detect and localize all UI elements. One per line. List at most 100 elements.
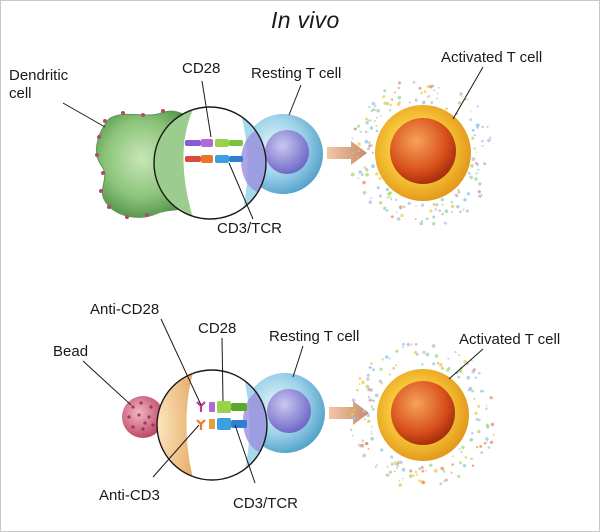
- cytokine-dot: [397, 95, 402, 100]
- cytokine-dot: [450, 200, 453, 204]
- cytokine-dot: [459, 210, 462, 213]
- cytokine-dot: [375, 129, 379, 133]
- cd3-tcr-label-top: CD3/TCR: [217, 220, 283, 237]
- cytokine-dot: [485, 437, 489, 441]
- cytokine-dot: [489, 136, 492, 139]
- cytokine-dot: [373, 119, 376, 122]
- cytokine-dot: [386, 466, 389, 468]
- cytokine-dot: [436, 97, 438, 100]
- cytokine-dot: [393, 91, 396, 94]
- cytokine-dot: [388, 373, 391, 376]
- cytokine-dot: [371, 164, 375, 169]
- cytokine-dot: [369, 119, 372, 122]
- cytokine-dot: [437, 86, 440, 89]
- cytokine-dot: [438, 362, 443, 367]
- cytokine-dot: [471, 432, 474, 435]
- cytokine-dot: [393, 470, 396, 473]
- cytokine-dot: [378, 194, 383, 198]
- cytokine-dot: [399, 207, 402, 210]
- cytokine-dot: [395, 349, 399, 353]
- cytokine-dot: [493, 433, 495, 436]
- cytokine-dot: [406, 342, 411, 347]
- cytokine-dot: [398, 483, 403, 487]
- cytokine-dot: [490, 422, 495, 427]
- cytokine-dot: [356, 388, 359, 392]
- cytokine-dot: [433, 468, 438, 473]
- cytokine-dot: [353, 127, 357, 131]
- activated-t-cell-label-bottom: Activated T cell: [459, 331, 561, 348]
- cytokine-dot: [362, 409, 366, 413]
- cytokine-dot: [421, 469, 425, 473]
- cytokine-dot: [386, 196, 389, 199]
- cytokine-dot: [348, 154, 351, 157]
- cytokine-dot: [403, 205, 406, 209]
- cytokine-dot: [415, 352, 419, 356]
- synapse-zoom-circle-top: [153, 106, 267, 220]
- cytokine-dot: [350, 172, 355, 177]
- cytokine-dot: [481, 144, 484, 147]
- cytokine-dot: [365, 117, 368, 121]
- cytokine-dot: [469, 118, 473, 121]
- cytokine-dot: [442, 470, 446, 473]
- cytokine-dot: [390, 215, 394, 219]
- cytokine-dot: [358, 383, 361, 385]
- cytokine-dot: [427, 95, 431, 98]
- cytokine-dot: [390, 462, 394, 466]
- cytokine-dot: [388, 357, 391, 360]
- cytokine-dot: [357, 142, 361, 146]
- cytokine-dot: [368, 105, 371, 109]
- cytokine-dot: [485, 404, 488, 407]
- cytokine-dot: [439, 482, 443, 486]
- cytokine-dot: [370, 405, 374, 408]
- cytokine-dot: [365, 442, 369, 446]
- cytokine-dot: [383, 89, 387, 93]
- cytokine-dot: [398, 81, 401, 85]
- cytokine-dot: [361, 173, 364, 176]
- cytokine-dot: [378, 177, 382, 180]
- cytokine-dot: [475, 172, 478, 175]
- cytokine-dot: [469, 110, 472, 112]
- cytokine-dot: [486, 441, 488, 443]
- cytokine-dot: [371, 101, 376, 106]
- cytokine-dot: [483, 162, 486, 165]
- cytokine-dot: [457, 188, 460, 192]
- activated-t-cell-core: [391, 381, 455, 445]
- cytokine-dot: [367, 396, 370, 399]
- cytokine-dot: [369, 126, 374, 130]
- cytokine-dot: [480, 389, 483, 393]
- cytokine-dot: [358, 377, 362, 380]
- receptor-pairs-bottom: [196, 401, 247, 430]
- cytokine-dot: [385, 187, 390, 192]
- cytokine-dot: [385, 355, 389, 359]
- cytokine-dot: [371, 426, 373, 428]
- cytokine-dot: [429, 463, 433, 467]
- cytokine-dot: [432, 222, 436, 226]
- cytokine-dot: [418, 479, 422, 483]
- cytokine-dot: [460, 450, 463, 453]
- cytokine-dot: [432, 362, 436, 366]
- cytokine-dot: [432, 203, 436, 206]
- cytokine-dot: [412, 80, 416, 84]
- cytokine-dot: [471, 128, 475, 132]
- cytokine-dot: [388, 109, 392, 112]
- cytokine-dot: [486, 425, 490, 429]
- cytokine-dot: [471, 464, 475, 467]
- cytokine-dot: [463, 359, 467, 364]
- cytokine-dot: [365, 121, 369, 125]
- cytokine-dot: [436, 362, 440, 365]
- cytokine-dot: [352, 416, 356, 420]
- cytokine-dot: [390, 98, 394, 101]
- cytokine-dot: [441, 203, 444, 206]
- cytokine-dot: [420, 466, 424, 469]
- cytokine-dot: [371, 432, 373, 435]
- cytokine-dot: [376, 116, 378, 119]
- cytokine-dot: [473, 368, 476, 371]
- cytokine-dot: [375, 172, 379, 176]
- cytokine-dot: [425, 469, 427, 472]
- cytokine-dot: [420, 219, 424, 223]
- cytokine-dot: [418, 86, 422, 90]
- cytokine-dot: [425, 352, 430, 357]
- cytokine-dot: [376, 186, 380, 190]
